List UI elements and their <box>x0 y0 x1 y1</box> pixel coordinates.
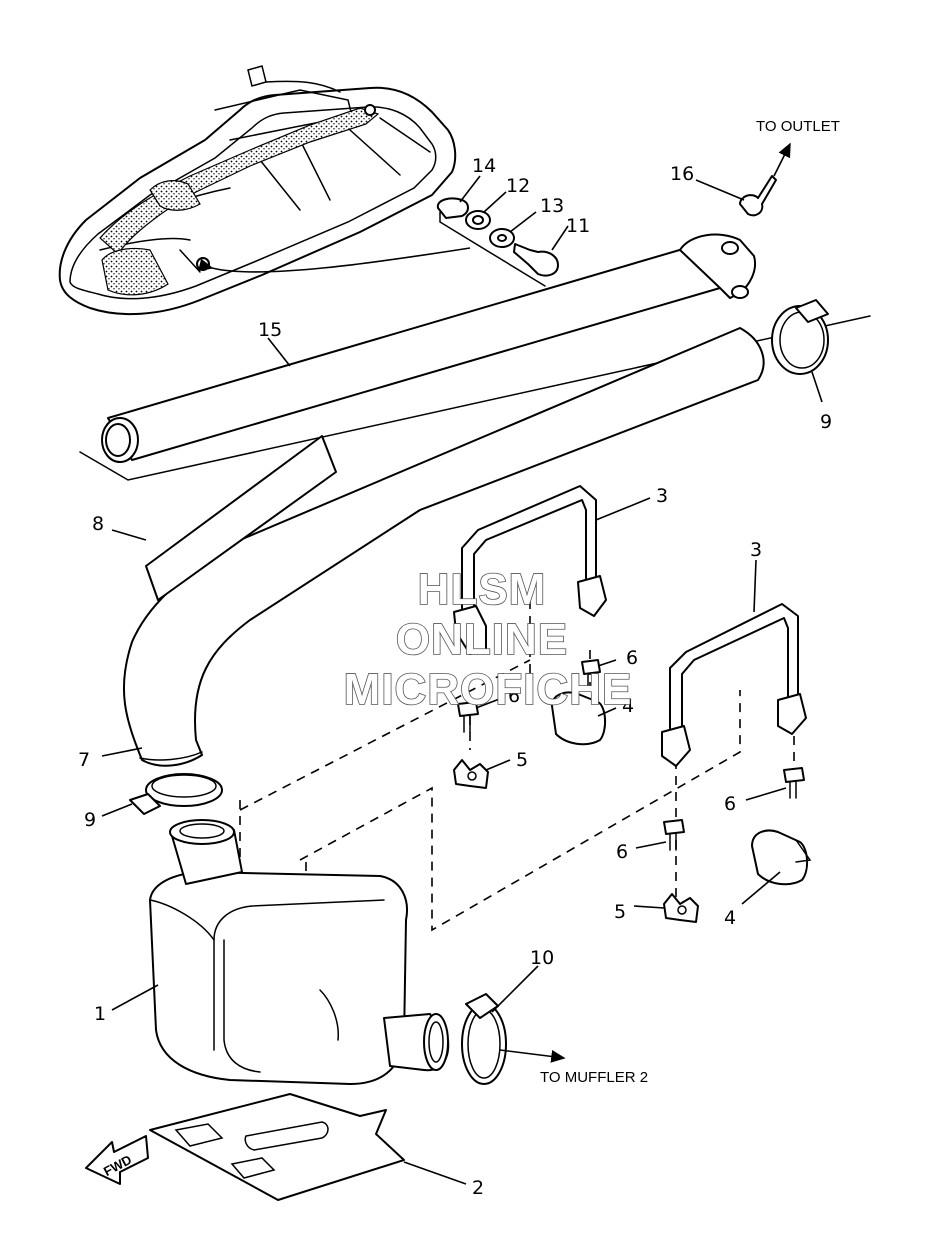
callout-4a: 4 <box>622 695 634 717</box>
callout-numbers: 1 2 3 3 4 4 5 5 6 6 6 6 7 8 9 9 10 11 12… <box>78 155 832 1199</box>
to-outlet-note: TO OUTLET <box>756 118 840 135</box>
callout-10: 10 <box>530 947 554 969</box>
muffler <box>149 819 450 1085</box>
callout-11: 11 <box>566 215 590 237</box>
hose-clamp-left <box>129 773 223 815</box>
callout-9b: 9 <box>820 411 832 433</box>
callout-15: 15 <box>258 319 282 341</box>
callout-4b: 4 <box>724 907 736 929</box>
watermark-line-2: ONLINE <box>396 615 568 664</box>
hose-clamp-outlet <box>461 993 566 1085</box>
to-muffler-note: TO MUFFLER 2 <box>540 1069 648 1086</box>
callout-6c: 6 <box>724 793 736 815</box>
callout-1: 1 <box>94 1003 106 1025</box>
mounting-plate <box>149 1093 405 1201</box>
callout-6a: 6 <box>626 647 638 669</box>
exhaust-pipe <box>79 233 871 481</box>
callout-6b: 6 <box>508 685 520 707</box>
stay-upper <box>453 759 489 789</box>
damper-lower <box>751 829 812 886</box>
callout-9a: 9 <box>84 809 96 831</box>
callout-3a: 3 <box>656 485 668 507</box>
callout-16: 16 <box>670 163 694 185</box>
exhaust-hose <box>122 327 765 767</box>
hose-clamp-top <box>771 299 829 375</box>
callout-6d: 6 <box>616 841 628 863</box>
bolt-c <box>783 767 805 799</box>
damper-upper <box>551 691 606 746</box>
callout-5a: 5 <box>516 749 528 771</box>
callout-12: 12 <box>506 175 530 197</box>
callout-3b: 3 <box>750 539 762 561</box>
outlet-fitting-group <box>436 197 559 287</box>
callout-5b: 5 <box>614 901 626 923</box>
callout-13: 13 <box>540 195 564 217</box>
bolt-b <box>457 701 479 733</box>
watermark-line-3: MICROFICHE <box>344 665 633 714</box>
rubber-pad <box>145 435 337 601</box>
outlet-joint <box>739 142 791 217</box>
callout-leaders <box>101 175 823 1185</box>
bolt-a <box>581 659 601 687</box>
watermark: HLSM ONLINE MICROFICHE <box>343 564 633 715</box>
callout-2: 2 <box>472 1177 484 1199</box>
watermark-line-1: HLSM <box>418 565 547 614</box>
callout-8: 8 <box>92 513 104 535</box>
bolt-d <box>663 819 685 851</box>
callout-7: 7 <box>78 749 90 771</box>
stay-lower <box>663 893 699 923</box>
watercraft-hull <box>58 65 471 316</box>
muffler-band-upper <box>453 485 607 655</box>
forward-arrow: FWD <box>85 1135 149 1185</box>
callout-14: 14 <box>472 155 496 177</box>
muffler-band-lower <box>661 603 807 767</box>
